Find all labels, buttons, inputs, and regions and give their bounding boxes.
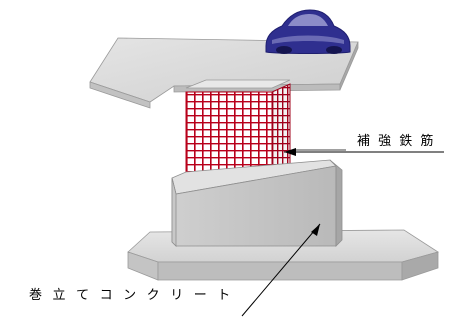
car-wheel-left [276, 46, 292, 54]
deck-slab-end [339, 41, 359, 91]
label-reinforcing-steel: 補 強 鉄 筋 [357, 134, 436, 149]
jacket-left [171, 177, 177, 247]
concrete-leader-line [241, 223, 321, 317]
car-icon [265, 9, 351, 54]
concrete-leader-arrowhead [311, 224, 320, 236]
deck-slab [89, 37, 359, 109]
car-wheel-right [326, 46, 342, 54]
jacket-right [329, 159, 343, 247]
car-windshield [288, 14, 328, 26]
label-wrap-concrete: 巻 立 て コ ン ク リ ー ト [29, 288, 234, 303]
leader-lines [241, 148, 444, 317]
deck-slab-front-left [89, 81, 151, 109]
car-body [265, 9, 351, 54]
footing-right [401, 251, 439, 281]
beam-cap [185, 79, 291, 89]
wrap-concrete-jacket [171, 159, 343, 247]
rebar-leader-arrowhead [284, 148, 296, 156]
car-hood-highlight [272, 35, 344, 44]
